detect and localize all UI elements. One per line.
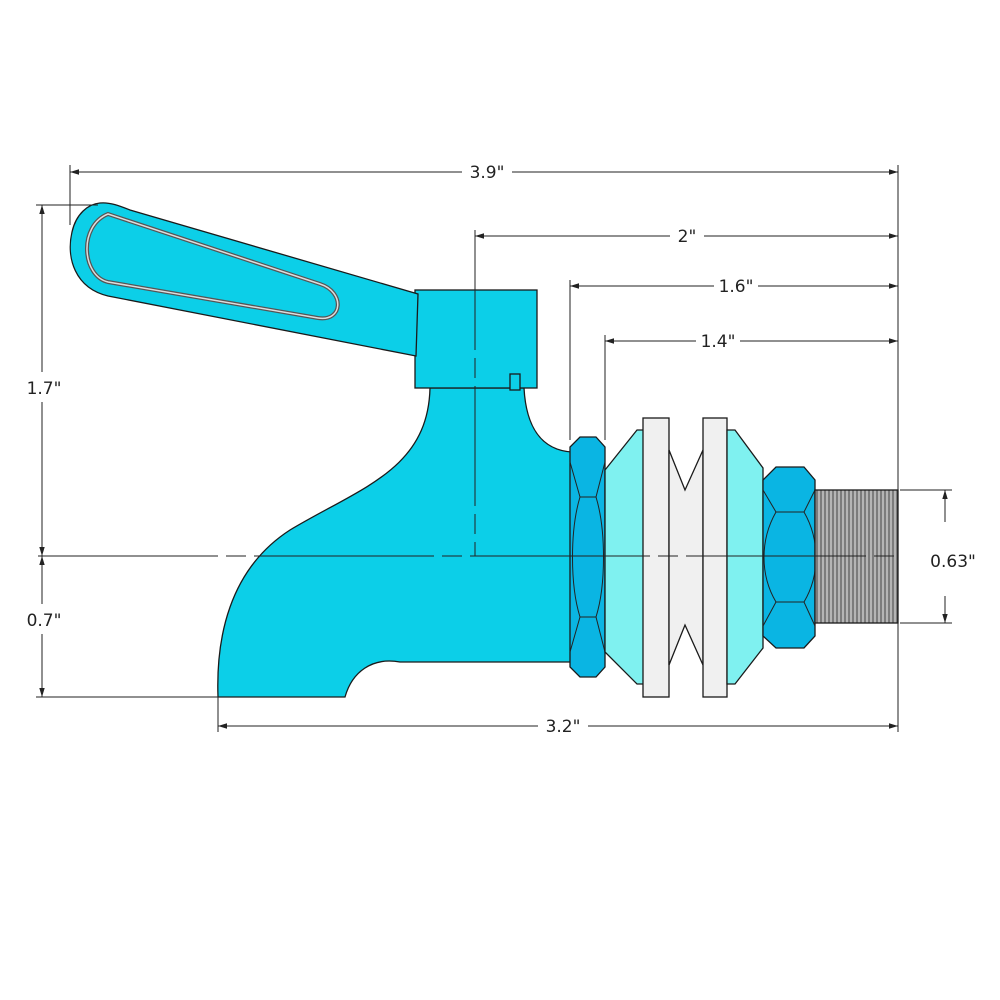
cone-washer-outer: [726, 429, 764, 685]
hex-nut-outer: [762, 466, 817, 649]
dim-spout-to-end: 3.2": [218, 717, 898, 737]
valve-block: [414, 289, 538, 389]
dim-overall-length: 3.9": [70, 163, 898, 183]
dim-label: 2": [678, 227, 697, 247]
dim-label: 0.7": [27, 611, 62, 631]
dim-label: 3.2": [546, 717, 581, 737]
lever-handle: [69, 202, 419, 357]
dim-cone-to-end: 1.4": [605, 332, 898, 352]
flat-washer-inner: [642, 417, 670, 698]
extension-lines: [36, 165, 952, 732]
dim-height-above-center: 1.7": [27, 205, 62, 556]
dim-label: 3.9": [470, 163, 505, 183]
faucet-body: [217, 289, 573, 698]
dim-label: 1.7": [27, 379, 62, 399]
dim-thread-diameter: 0.63": [930, 490, 976, 623]
hex-nut-inner: [569, 436, 606, 678]
cone-washer-inner: [604, 429, 646, 685]
flat-washer-outer: [702, 417, 728, 698]
dim-label: 1.6": [719, 277, 754, 297]
dim-label: 1.4": [701, 332, 736, 352]
dim-height-below-center: 0.7": [27, 556, 62, 697]
dim-handle-to-end: 2": [475, 227, 898, 247]
dim-label: 0.63": [930, 552, 976, 572]
dim-nut-to-end: 1.6": [570, 277, 898, 297]
gasket: [668, 449, 704, 666]
